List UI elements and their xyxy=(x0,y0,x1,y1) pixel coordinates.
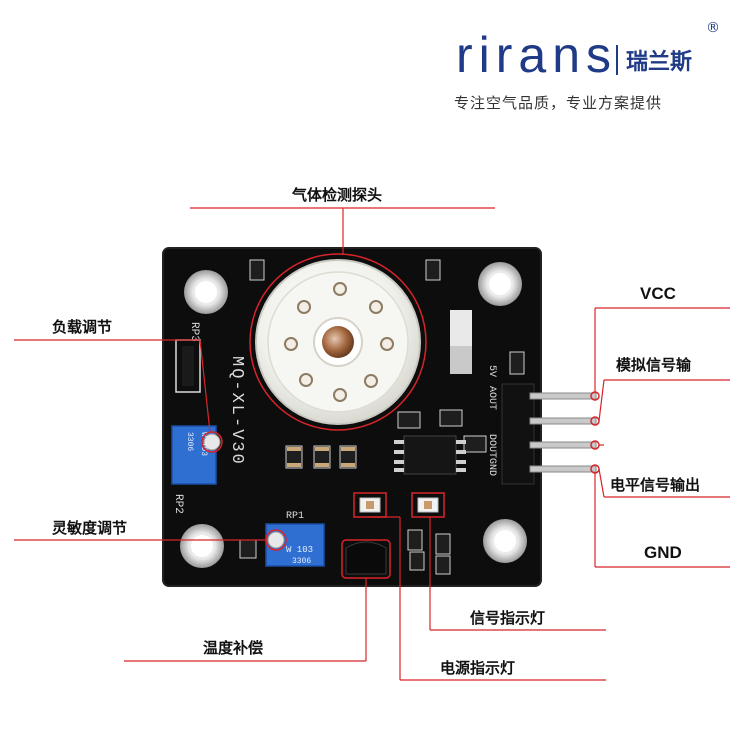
label-signal-indicator: 信号指示灯 xyxy=(470,609,546,627)
label-vcc: VCC xyxy=(640,284,676,303)
label-load-adjust: 负载调节 xyxy=(52,318,113,336)
pot-code-lower: 3306 xyxy=(292,557,311,566)
silk-5v: 5V xyxy=(486,365,497,377)
pot-code-upper: W 103 xyxy=(286,545,313,555)
silk-aout: AOUT xyxy=(486,386,497,410)
brand-chinese-name: 瑞兰斯 xyxy=(626,50,693,75)
pin-header xyxy=(501,383,535,485)
silk-rp2: RP2 xyxy=(172,494,184,514)
silk-gnd: GND xyxy=(486,458,497,476)
label-analog-signal-out: 模拟信号输 xyxy=(616,356,692,374)
brand-slogan: 专注空气品质，专业方案提供 xyxy=(454,94,663,112)
silk-dout: DOUT xyxy=(486,434,497,458)
sensor-core xyxy=(322,326,354,358)
pot-code-left2: 3306 xyxy=(185,432,194,451)
pot-code-left: W 103 xyxy=(199,432,208,456)
label-gnd: GND xyxy=(644,543,682,562)
comparator-ic xyxy=(403,435,457,475)
silk-rp1: RP1 xyxy=(286,511,304,522)
temperature-sensor xyxy=(345,541,387,575)
silk-rp3: RP3 xyxy=(188,322,200,342)
label-power-indicator: 电源指示灯 xyxy=(440,659,516,677)
highlight-load-pot xyxy=(201,431,223,453)
label-temp-compensation: 温度补偿 xyxy=(203,639,264,657)
brand-divider xyxy=(616,45,618,75)
highlight-signal-led xyxy=(411,492,445,518)
silk-model: MQ-XL-V30 xyxy=(227,356,246,466)
highlight-gas-probe xyxy=(249,253,427,431)
label-sensitivity-adjust: 灵敏度调节 xyxy=(52,519,128,537)
brand-logo: rirans xyxy=(456,27,618,83)
label-gas-probe: 气体检测探头 xyxy=(292,186,383,204)
registered-mark: ® xyxy=(706,20,720,36)
label-level-signal-out: 电平信号输出 xyxy=(610,476,701,494)
